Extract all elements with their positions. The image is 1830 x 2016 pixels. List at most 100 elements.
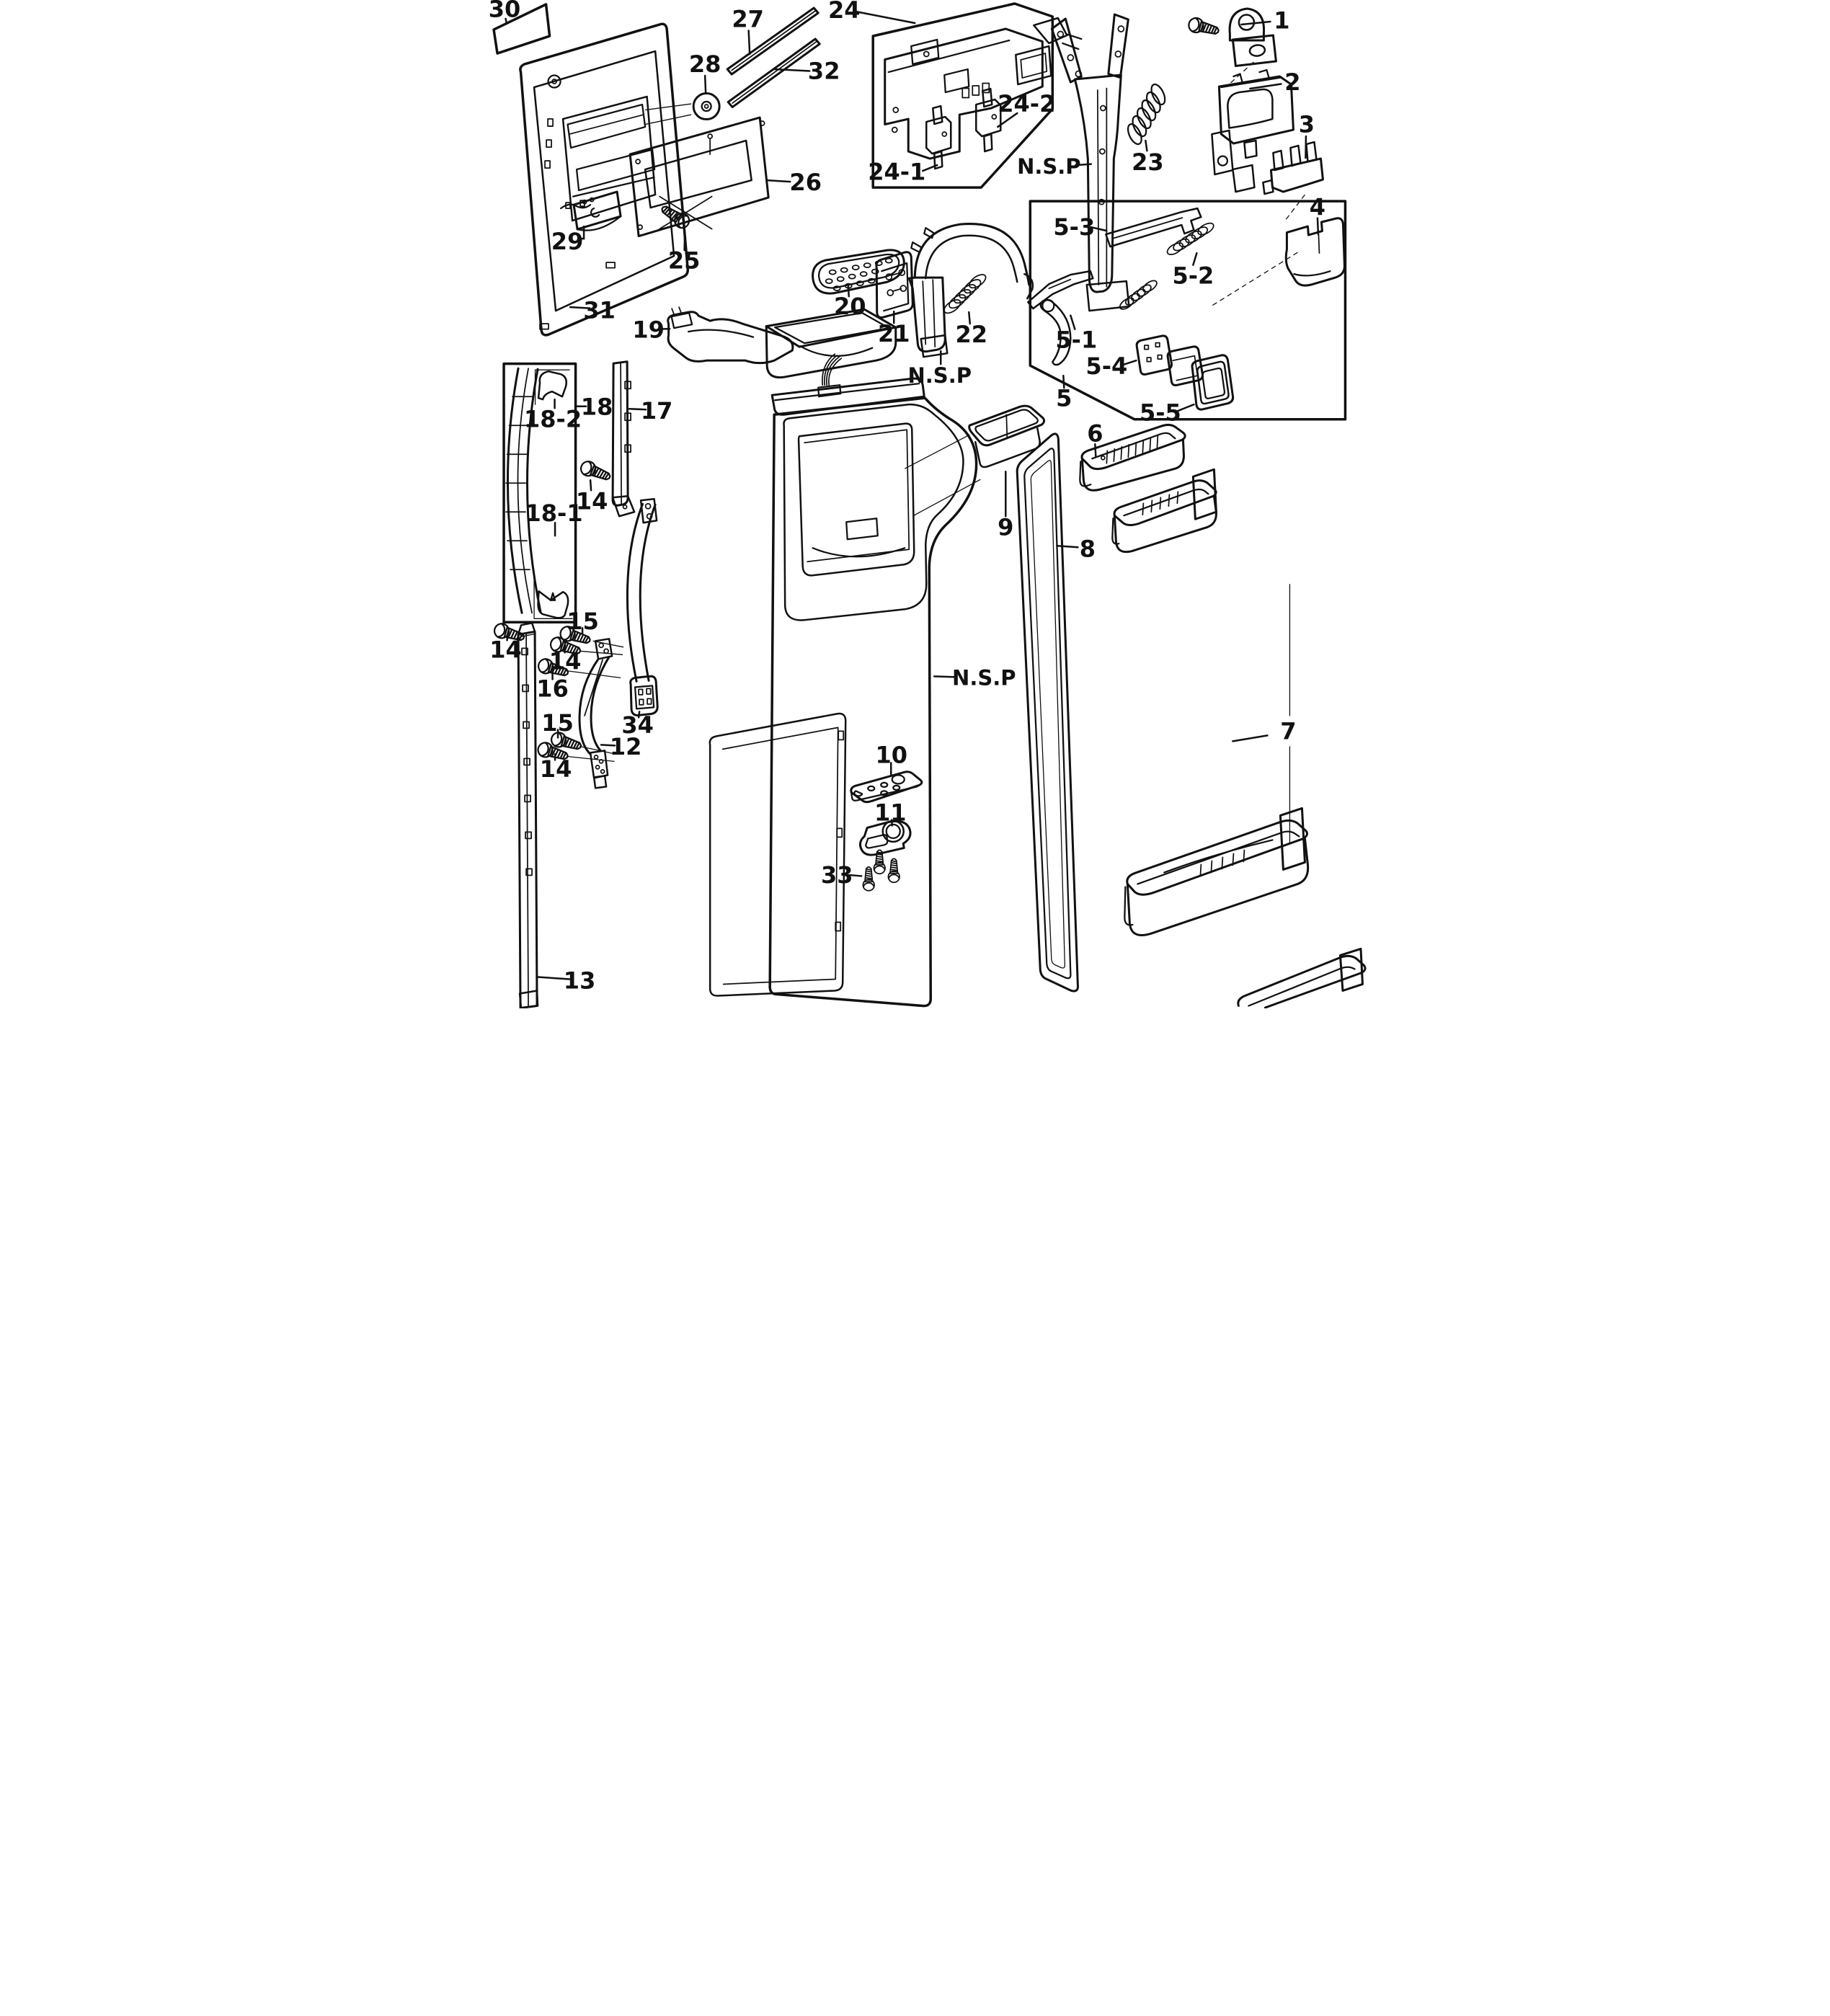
part-label-27: 27	[732, 6, 764, 33]
part-label-5-1: 5-1	[1055, 327, 1097, 354]
part-18-2-cap	[534, 369, 570, 405]
part-27-trim-strip	[726, 6, 819, 76]
leader-line-29	[577, 225, 585, 240]
part-label-14c: 14	[548, 647, 581, 675]
small-spring	[1119, 280, 1158, 310]
part-label-9: 9	[998, 513, 1013, 541]
part-17-trim-strip	[611, 360, 635, 518]
routing-line-14	[912, 479, 981, 516]
part-24-1-switch	[925, 105, 952, 170]
routing-line-6	[566, 755, 615, 763]
leader-line-5-4	[1121, 359, 1137, 366]
leader-line-5-1	[1069, 314, 1076, 330]
leader-line-4	[1316, 217, 1319, 236]
leader-line-7	[1231, 734, 1269, 742]
part-label-10: 10	[875, 741, 907, 768]
part-label-18-2: 18-2	[524, 406, 582, 433]
leader-line-30	[504, 17, 507, 25]
part-label-5-4: 5-4	[1085, 352, 1127, 380]
part-7-door-bin-lower	[1236, 947, 1367, 1008]
part-5-group-box	[1026, 200, 1346, 421]
part-label-14b: 14	[489, 636, 522, 663]
routing-line-7	[520, 633, 536, 637]
part-29-tray	[559, 190, 622, 231]
part-label-13: 13	[563, 967, 595, 994]
part-31-door-panel	[518, 22, 689, 337]
leader-line-24-2	[996, 112, 1018, 128]
leader-line-32	[773, 68, 810, 72]
nsp-door	[709, 353, 977, 1008]
part-23-spring	[1127, 83, 1165, 146]
part-label-17: 17	[640, 397, 672, 425]
part-2-relay	[1210, 68, 1294, 193]
part-label-3: 3	[1298, 111, 1314, 138]
part-label-32: 32	[807, 58, 840, 85]
part-label-11: 11	[874, 799, 906, 826]
leader-line-14c	[563, 646, 566, 654]
leader-line-nsp3	[933, 675, 958, 678]
leader-line-23	[1144, 139, 1148, 152]
part-label-24: 24	[827, 0, 860, 24]
leader-line-24-1	[921, 164, 938, 172]
leader-line-31	[569, 306, 590, 309]
part-label-5: 5	[1056, 385, 1072, 412]
part-5-4-pads	[1135, 334, 1204, 386]
leader-line-3	[1304, 135, 1307, 159]
part-7-door-bin-middle	[1123, 807, 1309, 937]
nsp-lever-assembly	[1050, 13, 1130, 312]
routing-line-11	[1283, 194, 1305, 223]
part-5-1-ejector	[1026, 270, 1094, 366]
background	[457, 0, 1373, 1008]
part-label-16: 16	[536, 675, 569, 702]
routing-line-8	[644, 103, 691, 111]
part-label-nsp2: N.S.P	[907, 363, 971, 388]
part-label-18-1: 18-1	[525, 499, 582, 527]
leader-line-26	[765, 179, 791, 183]
part-6-door-bin	[1078, 423, 1186, 492]
part-label-1: 1	[1274, 7, 1289, 35]
leader-line-5-5	[1174, 403, 1195, 413]
leader-line-13	[536, 976, 570, 980]
part-18-1-cap	[533, 573, 573, 619]
part-label-8: 8	[1079, 535, 1095, 562]
part-3-bracket	[1261, 141, 1324, 195]
leader-line-6	[1093, 443, 1097, 458]
leader-line-nsp1	[1074, 163, 1092, 166]
part-4-cover	[1284, 217, 1346, 287]
leader-line-24	[854, 10, 916, 25]
leader-line-5	[1062, 374, 1065, 389]
part-32-trim-strip	[727, 37, 821, 109]
part-label-7: 7	[1280, 717, 1296, 745]
part-label-24-2: 24-2	[998, 90, 1055, 117]
part-label-26: 26	[789, 169, 822, 196]
part-9-tray	[967, 404, 1045, 469]
part-label-22: 22	[955, 321, 987, 348]
part-label-28: 28	[688, 50, 721, 78]
part-label-25: 25	[667, 247, 700, 275]
leader-line-1	[1240, 20, 1271, 26]
part-11-cam	[858, 820, 912, 856]
routing-line-2	[592, 640, 623, 648]
routing-line-4	[564, 670, 621, 678]
part-21-flapper	[874, 251, 914, 319]
part-label-23: 23	[1132, 148, 1164, 176]
part-34-door-handle	[626, 497, 659, 716]
leader-line-5-3	[1089, 226, 1108, 232]
part-26-dispenser-frame	[628, 116, 770, 238]
part-5-3-latch	[1104, 207, 1202, 248]
part-label-5-5: 5-5	[1139, 399, 1181, 427]
leader-line-27	[747, 30, 750, 55]
part-label-14a: 14	[575, 487, 608, 515]
exploded-parts-diagram: 302728322424-124-2N.S.P2312345-35-25-15-…	[457, 0, 1373, 1008]
leader-line-33	[847, 874, 862, 877]
routing-line-13	[904, 434, 970, 469]
part-5-5-seal	[1191, 354, 1234, 411]
routing-lines-layer	[520, 61, 1305, 843]
part-30-sticker	[492, 3, 551, 55]
part-label-33: 33	[820, 861, 853, 889]
part-label-21: 21	[877, 320, 910, 347]
routing-line-9	[644, 114, 691, 125]
leader-line-2	[1248, 83, 1282, 90]
leader-line-22	[967, 311, 971, 325]
part-label-34: 34	[621, 711, 654, 739]
